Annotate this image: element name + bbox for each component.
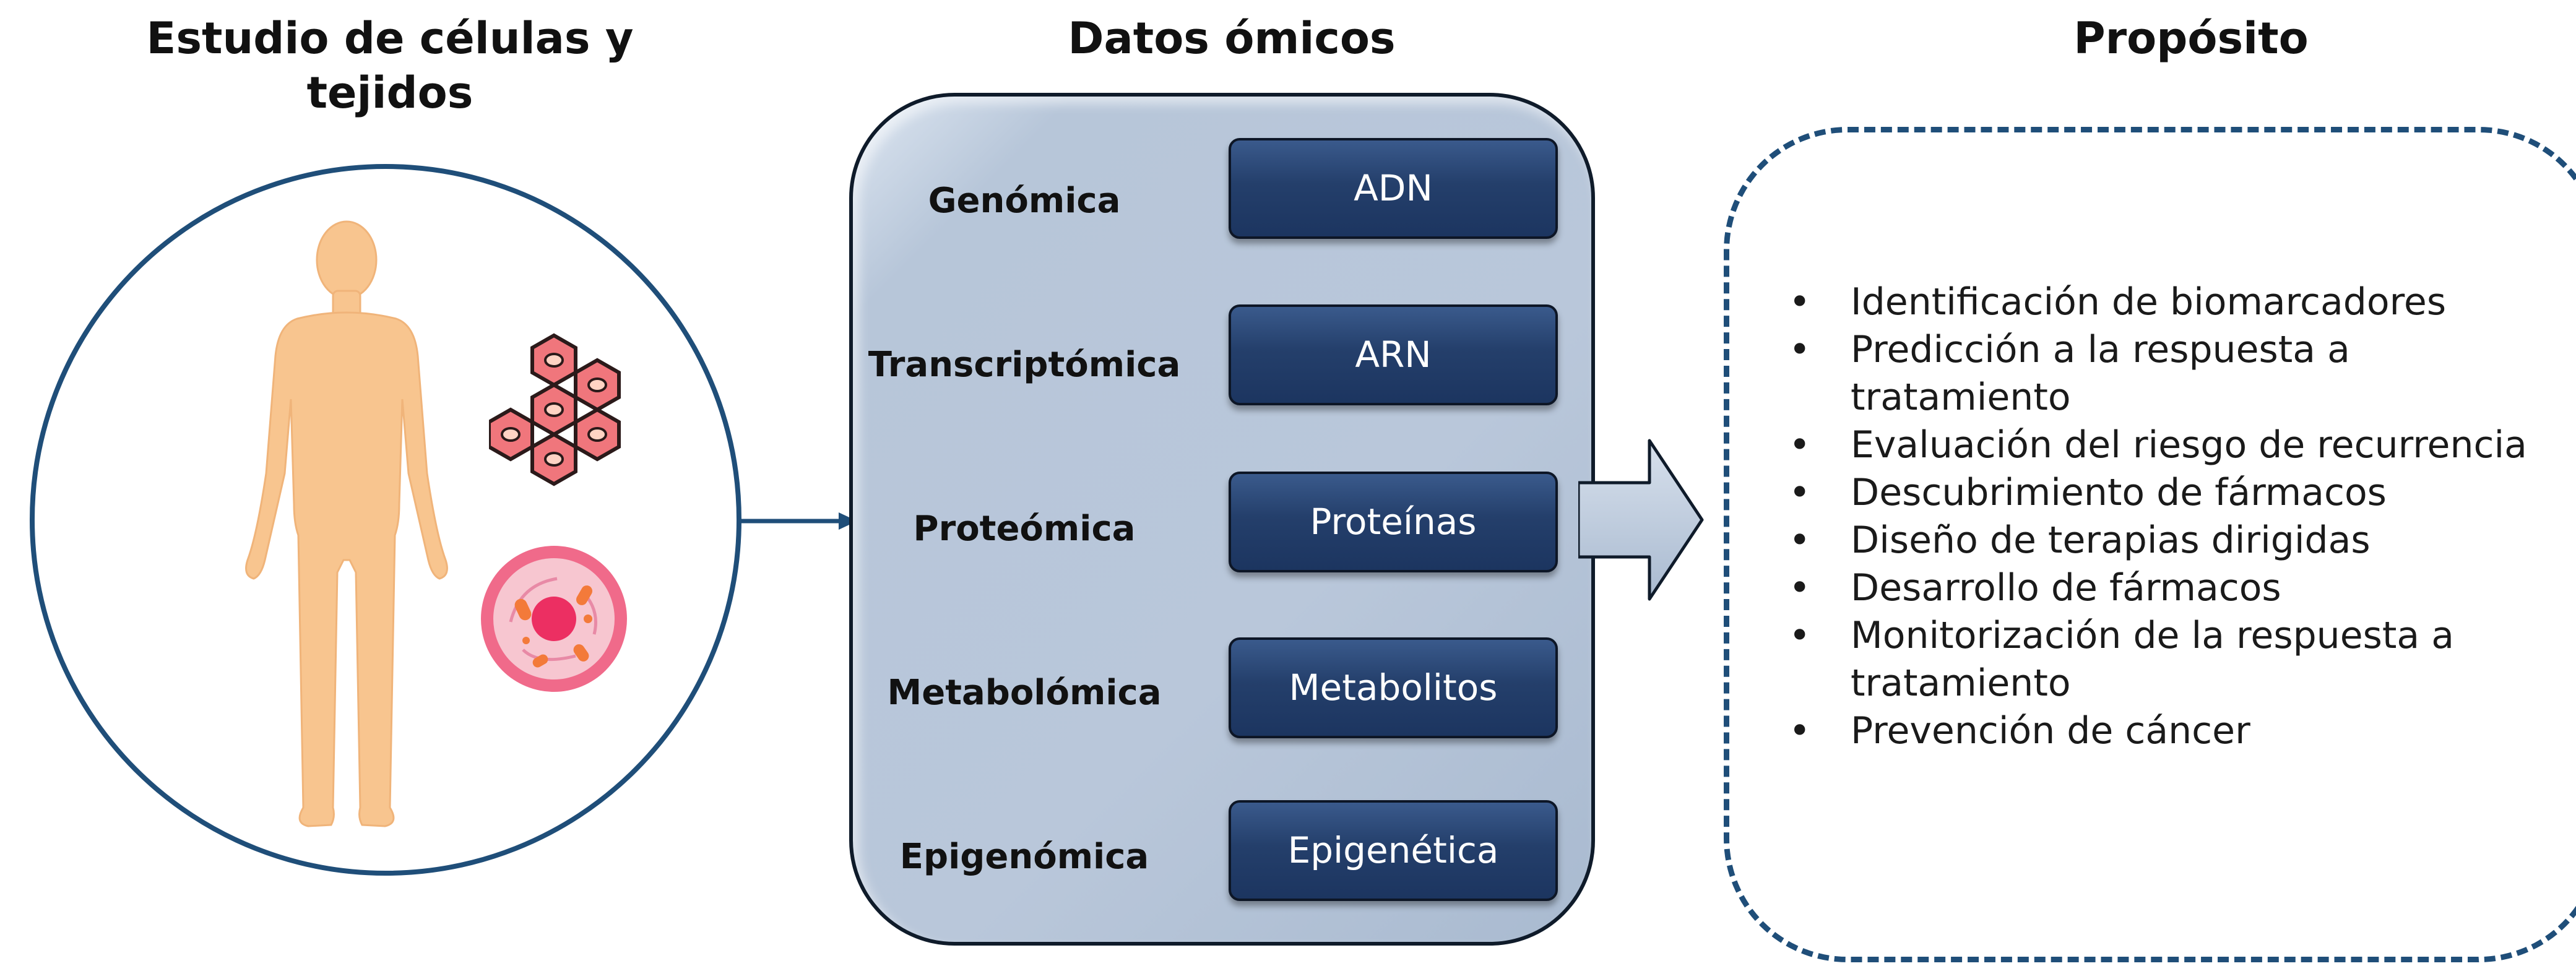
purpose-box — [1724, 127, 2576, 962]
heading-omics-data: Datos ómicos — [1068, 13, 1396, 64]
omics-label-proteomics: Proteómica — [913, 509, 1136, 549]
omics-box-epigenetics: Epigenética — [1229, 800, 1558, 901]
omics-box-metabolites: Metabolitos — [1229, 637, 1558, 738]
block-arrow — [1578, 439, 1704, 601]
purpose-item: Identificación de biomarcadores — [1776, 278, 2556, 326]
omics-label-genomics: Genómica — [928, 181, 1121, 221]
purpose-item: Descubrimiento de fármacos — [1776, 469, 2556, 517]
heading-cells-tissues: Estudio de células y tejidos — [146, 13, 634, 118]
omics-label-transcriptomics: Transcriptómica — [868, 345, 1181, 385]
heading-purpose: Propósito — [2073, 13, 2309, 64]
omics-box-dna: ADN — [1229, 138, 1558, 239]
human-body-icon — [245, 220, 448, 827]
omics-box-proteins: Proteínas — [1229, 472, 1558, 572]
omics-box-rna: ARN — [1229, 304, 1558, 405]
purpose-item: Prevención de cáncer — [1776, 707, 2556, 755]
hexagon-cells-icon — [489, 333, 621, 486]
connector-arrow — [740, 512, 857, 530]
cell-icon — [481, 546, 627, 692]
omics-label-metabolomics: Metabolómica — [887, 673, 1162, 713]
omics-label-epigenomics: Epigenómica — [899, 837, 1149, 877]
cells-tissues-circle — [30, 164, 741, 876]
purpose-item: Evaluación del riesgo de recurrencia — [1776, 421, 2556, 469]
purpose-item: Monitorización de la respuesta a tratami… — [1776, 612, 2556, 707]
purpose-list: Identificación de biomarcadores Predicci… — [1776, 278, 2556, 755]
purpose-item: Predicción a la respuesta a tratamiento — [1776, 326, 2556, 421]
purpose-item: Diseño de terapias dirigidas — [1776, 517, 2556, 564]
purpose-item: Desarrollo de fármacos — [1776, 564, 2556, 612]
